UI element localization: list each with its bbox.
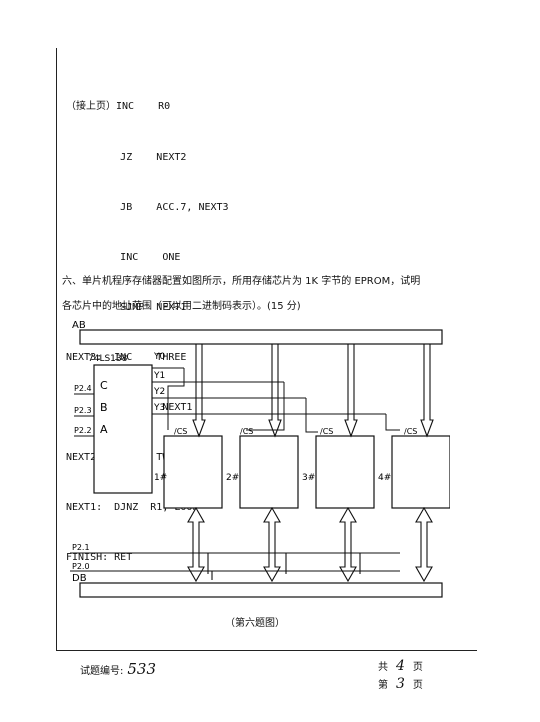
decoder-output-y0: Y0 <box>153 352 165 362</box>
chip-1-cs-label: /CS <box>174 427 187 436</box>
memory-chip-4 <box>391 435 450 509</box>
total-prefix: 共 <box>378 662 388 673</box>
exam-code-label: 试题编号: <box>80 666 124 677</box>
code-line: INC ONE <box>66 251 181 263</box>
p21-label: P2.1 <box>72 543 90 552</box>
memory-chip-1 <box>163 435 223 509</box>
code-line: JB ACC.7, NEXT3 <box>66 201 229 213</box>
page-frame <box>56 48 477 651</box>
chip-3-cs-label: /CS <box>320 427 333 436</box>
chip-2-label: 2# <box>226 473 239 483</box>
total-suffix: 页 <box>412 662 423 673</box>
code-line: FINISH: RET <box>66 552 133 564</box>
decoder-input-c: C <box>100 379 108 392</box>
code-line: SJMP NEXT1 <box>66 301 187 313</box>
ab-label: AB <box>72 320 86 331</box>
code-line: （接上页）INC R0 <box>66 101 171 113</box>
pin-label-p22: P2.2 <box>74 426 92 435</box>
page-prefix: 第 <box>378 680 388 691</box>
decoder-label: 74LS138 <box>88 354 128 364</box>
chip-4-label: 4# <box>378 473 391 483</box>
decoder-input-b: B <box>100 401 108 414</box>
address-bus <box>79 329 443 345</box>
question-text: 六、单片机程序存储器配置如图所示，所用存储芯片为 1K 字节的 EPROM，试明… <box>62 269 470 319</box>
figure-caption: （第六题图） <box>225 618 285 629</box>
memory-chip-3 <box>315 435 375 509</box>
total-value: 4 <box>396 658 405 674</box>
memory-circuit-diagram: AB DB 74LS138 C B A P2.4 P2.3 P2.2 Y0 Y1… <box>70 320 450 598</box>
decoder-output-y2: Y2 <box>153 387 165 397</box>
page-value: 3 <box>396 676 405 692</box>
exam-code-value: 533 <box>127 660 157 678</box>
decoder-output-y1: Y1 <box>153 371 165 381</box>
db-label: DB <box>72 573 87 584</box>
pin-label-p24: P2.4 <box>74 384 92 393</box>
code-line: JZ NEXT2 <box>66 151 187 163</box>
p20-label: P2.0 <box>72 562 90 571</box>
chip-3-label: 3# <box>302 473 315 483</box>
data-bus <box>79 582 443 598</box>
question-line-2: 各芯片中的地址范围（可以用二进制码表示）。(15 分) <box>62 301 301 312</box>
question-line-1: 六、单片机程序存储器配置如图所示，所用存储芯片为 1K 字节的 EPROM，试明 <box>62 276 421 287</box>
decoder-input-a: A <box>100 423 108 436</box>
exam-code: 试题编号:533 <box>80 660 156 678</box>
decoder-output-y3: Y3 <box>153 403 165 413</box>
memory-chip-2 <box>239 435 299 509</box>
chip-4-cs-label: /CS <box>404 427 417 436</box>
code-line: NEXT3: INC THREE <box>66 351 187 363</box>
pin-label-p23: P2.3 <box>74 406 92 415</box>
decoder-chip <box>93 364 153 494</box>
page-suffix: 页 <box>412 680 423 691</box>
chip-1-label: 1# <box>154 473 167 483</box>
chip-2-cs-label: /CS <box>240 427 253 436</box>
